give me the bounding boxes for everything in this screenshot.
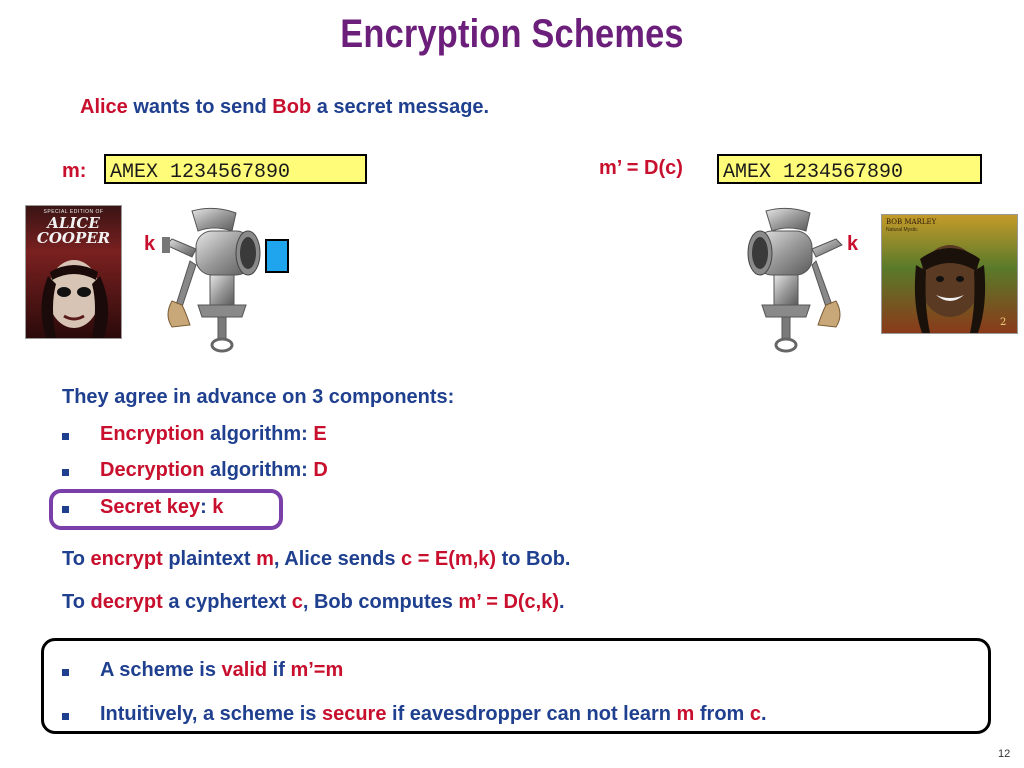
component-rest: : bbox=[200, 496, 213, 518]
component-symbol: D bbox=[313, 459, 328, 481]
component-term: Encryption bbox=[100, 423, 205, 445]
bullet-square-icon bbox=[62, 713, 69, 720]
symbol-m: m bbox=[256, 548, 274, 570]
components-heading: They agree in advance on 3 components: bbox=[62, 386, 455, 408]
bob-cover-sub-text: Natural Mystic bbox=[886, 227, 918, 233]
symbol-c: c bbox=[291, 591, 303, 613]
intro-bob: Bob bbox=[272, 96, 312, 118]
text-segment: if eavesdropper can not learn bbox=[386, 703, 677, 725]
definition-secure: Intuitively, a scheme is secure if eaves… bbox=[100, 703, 767, 726]
text-segment: To bbox=[62, 548, 91, 570]
alice-cover-art bbox=[41, 260, 109, 338]
alice-cover-name-1: ALICE bbox=[47, 214, 100, 232]
bob-cover-top-text: BOB MARLEY bbox=[886, 218, 937, 226]
keyword-valid: valid bbox=[221, 659, 268, 681]
component-rest: algorithm: bbox=[204, 459, 314, 481]
text-segment: a cyphertext bbox=[162, 591, 292, 613]
text-segment: if bbox=[267, 659, 291, 681]
component-item-secret-key: Secret key: k bbox=[100, 496, 223, 519]
text-segment: , Alice sends bbox=[273, 548, 402, 570]
intro-line: Alice wants to send Bob a secret message… bbox=[80, 96, 489, 119]
alice-cover-name-2: COOPER bbox=[36, 229, 111, 247]
alice-cooper-cover-image: SPECIAL EDITION OF ALICE COOPER bbox=[25, 205, 122, 339]
text-segment: from bbox=[694, 703, 750, 725]
bullet-square-icon bbox=[62, 506, 69, 513]
component-rest: algorithm: bbox=[204, 423, 314, 445]
text-segment: To bbox=[62, 591, 91, 613]
component-symbol: k bbox=[212, 496, 224, 518]
text-segment: A scheme is bbox=[100, 659, 222, 681]
ciphertext-block bbox=[265, 239, 289, 273]
plaintext-value: AMEX 1234567890 bbox=[110, 161, 291, 184]
receiver-key-label: k bbox=[847, 233, 859, 255]
component-item-decryption: Decryption algorithm: D bbox=[100, 459, 328, 482]
bullet-square-icon bbox=[62, 469, 69, 476]
encrypt-line: To encrypt plaintext m, Alice sends c = … bbox=[62, 548, 571, 571]
formula-valid: m’=m bbox=[290, 659, 344, 681]
decrypted-box: AMEX 1234567890 bbox=[717, 154, 982, 184]
formula-decrypt: m’ = D(c,k) bbox=[458, 591, 560, 613]
formula-encrypt: c = E(m,k) bbox=[401, 548, 497, 570]
component-term: Decryption bbox=[100, 459, 205, 481]
receiver-label: m’ = D(c) bbox=[599, 157, 683, 179]
definition-valid: A scheme is valid if m’=m bbox=[100, 659, 343, 682]
intro-alice: Alice bbox=[80, 96, 128, 118]
bob-marley-cover-image: BOB MARLEY Natural Mystic 2 bbox=[881, 214, 1018, 334]
sender-key-label: k bbox=[144, 233, 156, 255]
bullet-square-icon bbox=[62, 433, 69, 440]
page-title: Encryption Schemes bbox=[340, 12, 684, 56]
symbol-c: c bbox=[749, 703, 762, 725]
text-segment: to Bob. bbox=[496, 548, 571, 570]
alice-cover-top-text: SPECIAL EDITION OF bbox=[43, 209, 104, 215]
decrypt-line: To decrypt a cyphertext c, Bob computes … bbox=[62, 591, 565, 614]
bob-cover-number: 2 bbox=[1000, 317, 1007, 328]
intro-text-2: a secret message. bbox=[316, 96, 490, 118]
keyword-secure: secure bbox=[321, 703, 387, 725]
meat-grinder-icon bbox=[162, 207, 261, 353]
m-label: m: bbox=[62, 160, 87, 182]
plaintext-box: AMEX 1234567890 bbox=[104, 154, 367, 184]
text-segment: Intuitively, a scheme is bbox=[100, 703, 322, 725]
meat-grinder-icon bbox=[747, 207, 843, 353]
bob-cover-art bbox=[914, 245, 986, 333]
definitions-box bbox=[41, 638, 991, 734]
intro-text-1: wants to send bbox=[133, 96, 267, 118]
decrypted-value: AMEX 1234567890 bbox=[723, 161, 904, 184]
text-segment: . bbox=[761, 703, 767, 725]
component-item-encryption: Encryption algorithm: E bbox=[100, 423, 327, 446]
alice-cover-title: ALICE COOPER bbox=[30, 216, 117, 246]
secret-key-highlight-ring bbox=[49, 489, 283, 530]
component-term: Secret key bbox=[100, 496, 201, 518]
keyword-decrypt: decrypt bbox=[90, 591, 163, 613]
keyword-encrypt: encrypt bbox=[90, 548, 163, 570]
text-segment: . bbox=[559, 591, 565, 613]
text-segment: plaintext bbox=[162, 548, 257, 570]
sender-grinder bbox=[162, 205, 272, 355]
bullet-square-icon bbox=[62, 669, 69, 676]
text-segment: , Bob computes bbox=[302, 591, 459, 613]
symbol-m: m bbox=[676, 703, 695, 725]
component-symbol: E bbox=[313, 423, 327, 445]
receiver-grinder bbox=[736, 205, 846, 355]
page-number: 12 bbox=[998, 748, 1011, 760]
